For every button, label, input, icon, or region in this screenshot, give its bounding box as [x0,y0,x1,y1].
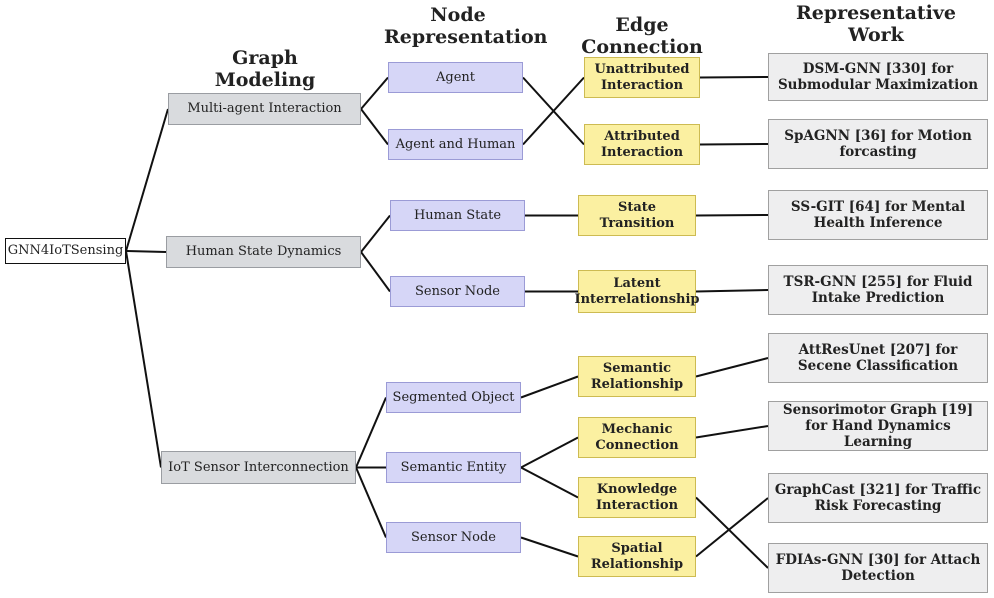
header-representative-work: Representative Work [795,2,957,46]
header-edge-connection: Edge Connection [581,14,703,58]
connector-line [520,375,579,399]
connector-line [360,251,391,293]
connector-line [522,76,585,146]
representative-work-node: SpAGNN [36] for Motion forcasting [768,119,988,169]
node-representation-node: Agent and Human [388,129,523,160]
connector-line [360,214,391,253]
edge-connection-node: State Transition [578,195,696,236]
edge-connection-node: Attributed Interaction [584,124,700,165]
connector-line [695,496,769,569]
node-representation-node: Agent [388,62,523,93]
node-representation-node: Semantic Entity [386,452,521,483]
connector-line [695,214,769,217]
representative-work-node: FDIAs-GNN [30] for Attach Detection [768,543,988,593]
graph-modeling-node: IoT Sensor Interconnection [161,451,356,484]
connector-line [695,357,769,378]
connector-line [520,466,579,499]
connector-line [520,536,579,558]
connector-line [695,289,769,293]
connector-line [360,108,389,146]
representative-work-node: SS-GIT [64] for Mental Health Inference [768,190,988,240]
connector-line [125,108,169,252]
connector-line [695,425,769,439]
representative-work-node: Sensorimotor Graph [19] for Hand Dynamic… [768,401,988,451]
connector-line [125,250,162,468]
root-node: GNN4IoTSensing [5,238,126,264]
connector-line [355,397,387,468]
node-representation-node: Segmented Object [386,382,521,413]
header-node-representation: Node Representation [384,4,548,48]
graph-modeling-node: Multi-agent Interaction [168,93,361,125]
node-representation-node: Sensor Node [386,522,521,553]
edge-connection-node: Knowledge Interaction [578,477,696,518]
node-representation-node: Human State [390,200,525,231]
representative-work-node: TSR-GNN [255] for Fluid Intake Predictio… [768,265,988,315]
representative-work-node: GraphCast [321] for Traffic Risk Forecas… [768,473,988,523]
representative-work-node: DSM-GNN [330] for Submodular Maximizatio… [768,53,988,101]
graph-modeling-node: Human State Dynamics [166,236,361,268]
connector-line [360,76,389,110]
connector-line [125,250,167,253]
connector-line [699,143,769,146]
header-graph-modeling: Graph Modeling [214,47,316,91]
edge-connection-node: Semantic Relationship [578,356,696,397]
edge-connection-node: Unattributed Interaction [584,57,700,98]
edge-connection-node: Latent Interrelationship [575,270,700,313]
node-representation-node: Sensor Node [390,276,525,307]
edge-connection-node: Spatial Relationship [578,536,696,577]
edge-connection-node: Mechanic Connection [578,417,696,458]
connector-line [355,467,387,538]
representative-work-node: AttResUnet [207] for Secene Classificati… [768,333,988,383]
connector-line [695,497,769,558]
connector-line [699,76,769,79]
connector-line [520,436,579,469]
